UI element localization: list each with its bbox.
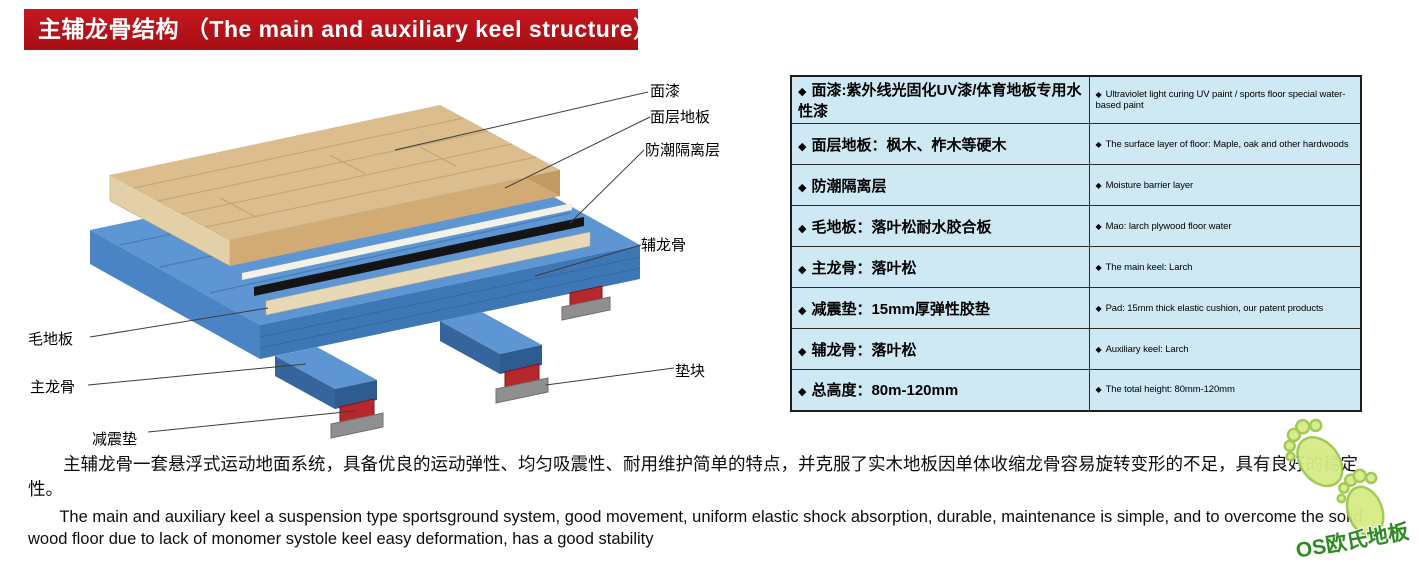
- description-cn: 主辅龙骨一套悬浮式运动地面系统，具备优良的运动弹性、均匀吸震性、耐用维护简单的特…: [28, 454, 1358, 500]
- spec-text-cn: 主龙骨：落叶松: [811, 259, 917, 277]
- footprints-logo-icon: [1283, 418, 1385, 537]
- wood-floor-layer: [109, 105, 560, 267]
- spec-table: ◆面漆:紫外线光固化UV漆/体育地板专用水性漆 ◆Ultraviolet lig…: [790, 75, 1362, 412]
- diamond-bullet-icon: ◆: [1095, 221, 1102, 231]
- diamond-bullet-icon: ◆: [798, 386, 807, 399]
- spec-text-cn: 毛地板：落叶松耐水胶合板: [811, 218, 992, 236]
- spec-cell-en: ◆Auxiliary keel: Larch: [1088, 328, 1362, 370]
- diamond-bullet-icon: ◆: [1095, 344, 1102, 354]
- spec-text-cn: 防潮隔离层: [811, 177, 887, 195]
- main-keel-beam: [275, 312, 542, 409]
- description-en: The main and auxiliary keel a suspension…: [28, 507, 1363, 549]
- label-moisture: 防潮隔离层: [645, 142, 721, 159]
- label-aux-keel: 辅龙骨: [641, 237, 687, 254]
- spec-cell-cn: ◆ 辅龙骨：落叶松: [790, 328, 1090, 370]
- underlay-layer: [242, 203, 572, 280]
- description-block: 主辅龙骨一套悬浮式运动地面系统，具备优良的运动弹性、均匀吸震性、耐用维护简单的特…: [28, 452, 1380, 550]
- diamond-bullet-icon: ◆: [1095, 90, 1102, 99]
- label-paint: 面漆: [650, 83, 681, 100]
- structure-diagram: [87, 91, 675, 439]
- spec-text-cn: 总高度：80m-120mm: [811, 382, 959, 400]
- spec-cell-en: ◆Moisture barrier layer: [1088, 164, 1362, 206]
- spec-text-cn: 辅龙骨：落叶松: [811, 341, 917, 359]
- diamond-bullet-icon: ◆: [1095, 262, 1102, 272]
- spec-cell-cn: ◆面漆:紫外线光固化UV漆/体育地板专用水性漆: [790, 75, 1090, 124]
- table-row: ◆防潮隔离层 ◆Moisture barrier layer: [790, 164, 1362, 206]
- spec-text-cn: 面漆:紫外线光固化UV漆/体育地板专用水性漆: [798, 82, 1082, 120]
- label-surface: 面层地板: [650, 109, 711, 126]
- spec-text-en: Auxiliary keel: Larch: [1105, 343, 1189, 355]
- table-row: ◆减震垫：15mm厚弹性胶垫 ◆Pad: 15mm thick elastic …: [790, 287, 1362, 329]
- table-row: ◆辅龙骨：落叶松 ◆Auxiliary keel: Larch: [790, 328, 1362, 370]
- moisture-barrier-layer: [254, 217, 584, 296]
- spec-cell-en: ◆The total height: 80mm-120mm: [1088, 369, 1362, 411]
- table-row: ◆毛地板：落叶松耐水胶合板 ◆Mao: larch plywood floor …: [790, 205, 1362, 247]
- diamond-bullet-icon: ◆: [1095, 303, 1102, 313]
- leader-lines: [87, 91, 675, 433]
- spec-text-en: Moisture barrier layer: [1105, 179, 1194, 191]
- diamond-bullet-icon: ◆: [1095, 180, 1102, 190]
- spec-cell-cn: ◆ 主龙骨：落叶松: [790, 246, 1090, 288]
- spec-cell-cn: ◆ 总高度：80m-120mm: [790, 369, 1090, 411]
- diamond-bullet-icon: ◆: [798, 345, 807, 358]
- diamond-bullet-icon: ◆: [1095, 139, 1102, 149]
- diamond-bullet-icon: ◆: [798, 304, 807, 317]
- base-pad-block: [330, 296, 611, 439]
- spec-cell-cn: ◆ 防潮隔离层: [790, 164, 1090, 206]
- spec-cell-cn: ◆ 面层地板：枫木、柞木等硬木: [790, 123, 1090, 165]
- spec-text-en: Mao: larch plywood floor water: [1105, 220, 1232, 232]
- diamond-bullet-icon: ◆: [798, 263, 807, 276]
- spec-text-en: The total height: 80mm-120mm: [1105, 384, 1235, 396]
- spec-text-cn: 面层地板：枫木、柞木等硬木: [811, 136, 1007, 154]
- rough-floor-layer: [265, 231, 591, 316]
- diamond-bullet-icon: ◆: [798, 222, 807, 235]
- diamond-bullet-icon: ◆: [1095, 385, 1102, 395]
- table-row: ◆面层地板：枫木、柞木等硬木 ◆The surface layer of flo…: [790, 123, 1362, 165]
- spec-text-en: Pad: 15mm thick elastic cushion, our pat…: [1105, 302, 1324, 314]
- spec-cell-en: ◆Ultraviolet light curing UV paint / spo…: [1088, 75, 1362, 124]
- spec-cell-cn: ◆ 毛地板：落叶松耐水胶合板: [790, 205, 1090, 247]
- label-main-keel: 主龙骨: [30, 379, 76, 396]
- label-block: 垫块: [675, 363, 706, 380]
- label-rough-floor: 毛地板: [28, 331, 74, 348]
- diamond-bullet-icon: ◆: [798, 86, 807, 98]
- table-row: ◆主龙骨：落叶松 ◆The main keel: Larch: [790, 246, 1362, 288]
- spec-cell-cn: ◆ 减震垫：15mm厚弹性胶垫: [790, 287, 1090, 329]
- page-title: 主辅龙骨结构 （The main and auxiliary keel stru…: [24, 9, 656, 50]
- spec-text-en: Ultraviolet light curing UV paint / spor…: [1095, 89, 1346, 111]
- diamond-bullet-icon: ◆: [798, 181, 807, 194]
- label-shock-pad: 减震垫: [92, 431, 138, 448]
- spec-text-en: The main keel: Larch: [1105, 261, 1193, 273]
- spec-cell-en: ◆Pad: 15mm thick elastic cushion, our pa…: [1088, 287, 1362, 329]
- table-row: ◆总高度：80m-120mm ◆The total height: 80mm-1…: [790, 369, 1362, 411]
- spec-text-en: The surface layer of floor: Maple, oak a…: [1105, 138, 1349, 150]
- spec-cell-en: ◆Mao: larch plywood floor water: [1088, 205, 1362, 247]
- table-row: ◆面漆:紫外线光固化UV漆/体育地板专用水性漆 ◆Ultraviolet lig…: [790, 75, 1362, 124]
- diamond-bullet-icon: ◆: [798, 140, 807, 153]
- spec-cell-en: ◆The surface layer of floor: Maple, oak …: [1088, 123, 1362, 165]
- spec-cell-en: ◆The main keel: Larch: [1088, 246, 1362, 288]
- spec-text-cn: 减震垫：15mm厚弹性胶垫: [811, 300, 990, 318]
